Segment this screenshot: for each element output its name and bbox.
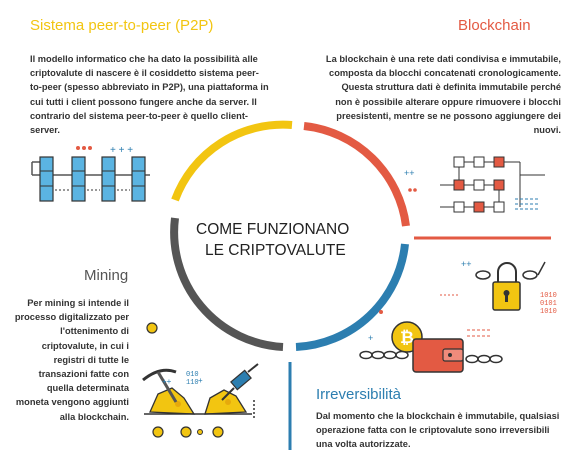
mining-title: Mining bbox=[84, 267, 129, 284]
block-chain-icon: ++ bbox=[404, 156, 545, 213]
gold-pile-icon bbox=[144, 387, 252, 415]
binary-decoration-right: 1010 0101 1010 bbox=[540, 292, 557, 316]
blockchain-description: La blockchain è una rete dati condivisa … bbox=[325, 54, 561, 136]
ring-arc-dark bbox=[170, 217, 284, 351]
irreversibility-description: Dal momento che la blockchain è immutabi… bbox=[316, 411, 560, 450]
server-rack-icon: + + + bbox=[31, 145, 150, 202]
p2p-title: Sistema peer-to-peer (P2P) bbox=[30, 17, 214, 34]
center-title: COME FUNZIONANO LE CRIPTOVALUTE bbox=[196, 219, 349, 261]
blockchain-title: Blockchain bbox=[458, 17, 531, 34]
svg-text:++: ++ bbox=[162, 377, 172, 386]
svg-text:+ + +: + + + bbox=[110, 145, 133, 156]
wallet-icon bbox=[412, 329, 492, 373]
mining-description: Per mining si intende il processo digita… bbox=[14, 298, 129, 422]
binary-decoration-mining: 010 110 bbox=[186, 371, 199, 387]
p2p-description: Il modello informatico che ha dato la po… bbox=[30, 54, 269, 136]
ring-arc-blue bbox=[295, 243, 409, 351]
chain-icon bbox=[359, 350, 503, 364]
pickaxe-icon bbox=[142, 368, 178, 403]
svg-text:+: + bbox=[198, 376, 203, 385]
drill-icon bbox=[221, 363, 259, 420]
center-title-line1: COME FUNZIONANO bbox=[196, 221, 350, 238]
svg-text:++: ++ bbox=[404, 168, 415, 178]
svg-text:₿: ₿ bbox=[400, 328, 414, 347]
padlock-icon: ++ bbox=[440, 259, 546, 311]
irreversibility-title: Irreversibilità bbox=[316, 386, 402, 403]
svg-text:+: + bbox=[368, 333, 373, 343]
ring-arc-yellow bbox=[171, 120, 293, 202]
ring-arc-red bbox=[303, 122, 410, 227]
coin-icon bbox=[146, 322, 224, 438]
center-title-line2: LE CRIPTOVALUTE bbox=[205, 242, 346, 259]
svg-text:++: ++ bbox=[461, 259, 472, 269]
